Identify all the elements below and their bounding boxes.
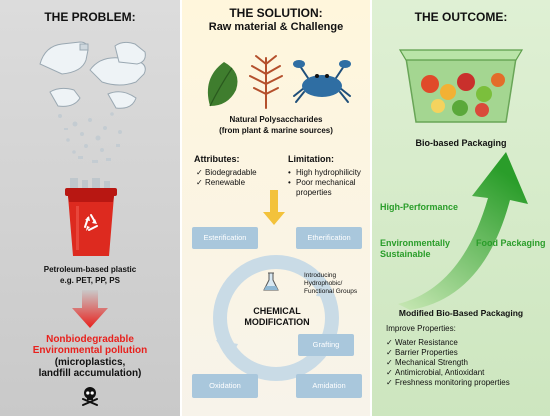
growth-arrow bbox=[398, 152, 528, 310]
outcome-title: THE OUTCOME: bbox=[414, 10, 508, 24]
attributes-list: Biodegradable Renewable bbox=[196, 168, 257, 188]
polysaccharides-label: Natural Polysaccharides bbox=[229, 115, 323, 124]
property-item: Water Resistance bbox=[386, 338, 546, 348]
outcome-panel: THE OUTCOME: Bio-based Packaging High-Pe… bbox=[372, 0, 550, 416]
center-line-1: CHEMICAL bbox=[253, 306, 301, 316]
attributes-title: Attributes: bbox=[194, 154, 240, 164]
property-item: Barrier Properties bbox=[386, 348, 546, 358]
leaf-icon bbox=[207, 62, 238, 107]
method-oxidation: Oxidation bbox=[192, 374, 258, 398]
flask-icon bbox=[263, 272, 279, 291]
limitations-list: High hydrophilicity Poor mechanical prop… bbox=[288, 168, 368, 198]
properties-list: Water Resistance Barrier Properties Mech… bbox=[386, 338, 546, 388]
environmentally-label: Environmentally bbox=[380, 238, 451, 248]
center-line-2: MODIFICATION bbox=[244, 317, 310, 327]
method-introducing-groups: Introducing Hydrophobic/ Functional Grou… bbox=[304, 272, 358, 295]
problem-panel: THE PROBLEM: bbox=[0, 0, 180, 416]
solution-subtitle: Raw material & Challenge bbox=[208, 21, 344, 33]
problem-title: THE PROBLEM: bbox=[44, 10, 136, 24]
limitation-item: High hydrophilicity bbox=[288, 168, 368, 178]
property-item: Antimicrobial, Antioxidant bbox=[386, 368, 546, 378]
packaging-label: Bio-based Packaging bbox=[415, 138, 507, 148]
pollution-line-2: Environmental pollution bbox=[32, 345, 148, 356]
method-esterification: Esterification bbox=[192, 227, 258, 249]
polysaccharides-source: (from plant & marine sources) bbox=[219, 126, 333, 135]
plastic-label: Petroleum-based plastic bbox=[43, 265, 137, 274]
crab-icon bbox=[293, 60, 351, 103]
method-grafting: Grafting bbox=[298, 334, 354, 356]
property-item: Mechanical Strength bbox=[386, 358, 546, 368]
trash-bin bbox=[65, 178, 117, 256]
recycle-icon bbox=[84, 214, 98, 231]
improve-properties-title: Improve Properties: bbox=[386, 324, 456, 333]
solution-title: THE SOLUTION: bbox=[229, 6, 323, 20]
food-packaging-label: Food Packaging bbox=[476, 238, 546, 248]
plastic-examples: e.g. PET, PP, PS bbox=[60, 276, 120, 285]
down-arrow bbox=[72, 290, 108, 328]
attribute-item: Renewable bbox=[196, 178, 257, 188]
pollution-detail-2: landfill accumulation) bbox=[38, 368, 142, 379]
high-performance-label: High-Performance bbox=[380, 202, 459, 212]
limitation-item: Poor mechanical properties bbox=[288, 178, 368, 198]
plastic-waste-illustration bbox=[39, 41, 146, 163]
modified-packaging-title: Modified Bio-Based Packaging bbox=[398, 308, 524, 318]
seaweed-icon bbox=[249, 55, 283, 109]
limitation-title: Limitation: bbox=[288, 154, 334, 164]
pollution-line-1: Nonbiodegradable bbox=[46, 334, 134, 345]
skull-crossbones-icon bbox=[82, 387, 98, 406]
modification-cycle bbox=[213, 255, 339, 381]
pollution-detail-1: (microplastics, bbox=[54, 357, 126, 368]
solution-panel: THE SOLUTION: Raw material & Challenge bbox=[182, 0, 370, 416]
sustainable-label: Sustainable bbox=[380, 249, 431, 259]
method-amidation: Amidation bbox=[296, 374, 362, 398]
down-arrow-orange bbox=[263, 190, 285, 225]
attribute-item: Biodegradable bbox=[196, 168, 257, 178]
property-item: Freshness monitoring properties bbox=[386, 378, 546, 388]
method-etherification: Etherification bbox=[296, 227, 362, 249]
food-container-icon bbox=[398, 49, 524, 123]
